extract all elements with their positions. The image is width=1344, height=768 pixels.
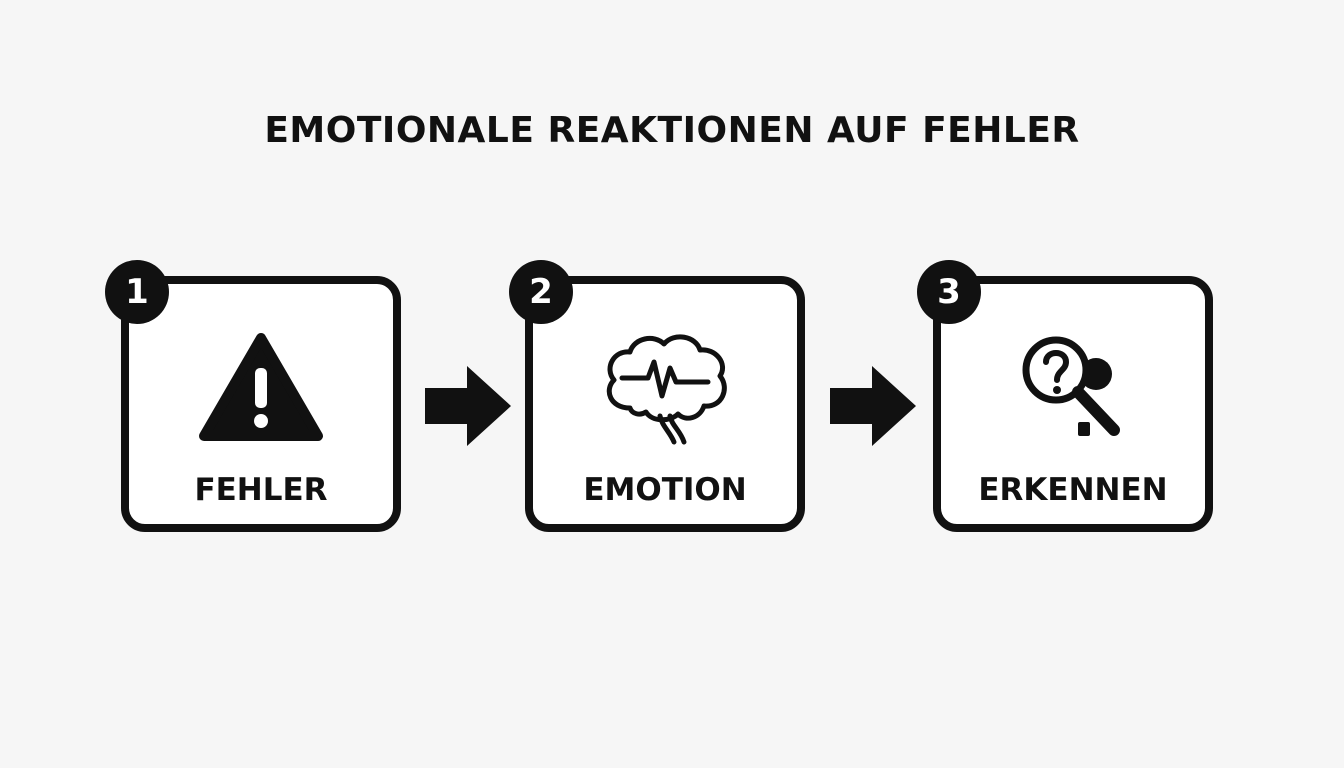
step-label: ERKENNEN — [978, 472, 1168, 508]
arrow-right-icon — [425, 366, 511, 446]
step-box-fehler: 1 FEHLER — [105, 260, 401, 532]
warning-triangle-icon — [199, 333, 323, 441]
step-box-emotion: 2 EMOTION — [509, 260, 805, 532]
step-box-erkennen: 3 ERKENNEN — [917, 260, 1213, 532]
step-number-badge: 2 — [509, 260, 573, 324]
diagram-title: EMOTIONALE REAKTIONEN AUF FEHLER — [264, 110, 1080, 151]
step-label: FEHLER — [194, 472, 328, 508]
step-number-badge: 1 — [105, 260, 169, 324]
magnifier-question-icon — [1022, 336, 1120, 436]
step-label: EMOTION — [583, 472, 747, 508]
brain-heartbeat-icon — [606, 334, 727, 445]
arrow-right-icon — [830, 366, 916, 446]
step-number-badge: 3 — [917, 260, 981, 324]
